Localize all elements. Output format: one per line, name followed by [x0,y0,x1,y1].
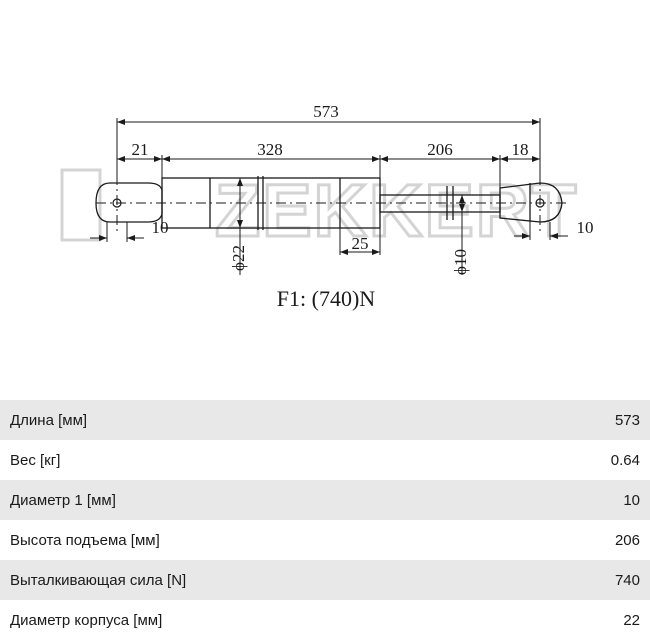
dim-body: 328 [257,140,283,159]
dim-rod-diameter: ϕ10 [451,249,470,275]
dim-stroke: 206 [427,140,453,159]
gas-spring-diagram: ZEKKERT [60,102,594,311]
dim-body-diameter: ϕ22 [229,245,248,271]
watermark-logo: ZEKKERT [60,168,578,254]
dim-ring: 25 [352,234,369,253]
spec-label: Вес [кг] [10,451,61,469]
spec-row-length: Длина [мм] 573 [0,400,650,440]
spec-row-body-diameter: Диаметр корпуса [мм] 22 [0,600,650,640]
spec-row-diameter-1: Диаметр 1 [мм] 10 [0,480,650,520]
spec-label: Диаметр 1 [мм] [10,491,116,509]
spec-value: 740 [614,571,640,589]
spec-row-weight: Вес [кг] 0.64 [0,440,650,480]
technical-drawing: ZEKKERT [60,102,594,311]
dim-left-end: 21 [132,140,149,159]
dim-overall: 573 [313,102,339,121]
force-label: F1: (740)N [277,286,376,311]
dim-right-eye: 10 [577,218,594,237]
spec-label: Длина [мм] [10,411,88,429]
spec-value: 206 [614,531,640,549]
spec-value: 0.64 [610,451,640,469]
spec-value: 10 [623,491,640,509]
spec-table: Длина [мм] 573 Вес [кг] 0.64 Диаметр 1 [… [0,400,650,640]
spec-value: 573 [614,411,640,429]
spec-row-lift-height: Высота подъема [мм] 206 [0,520,650,560]
spec-row-force: Выталкивающая сила [N] 740 [0,560,650,600]
spec-value: 22 [623,611,640,629]
spec-label: Выталкивающая сила [N] [10,571,187,589]
dim-left-eye: 10 [152,218,169,237]
watermark-text: ZEKKERT [215,169,578,252]
dim-right-end: 18 [512,140,529,159]
spec-label: Высота подъема [мм] [10,531,160,549]
spec-label: Диаметр корпуса [мм] [10,611,163,629]
